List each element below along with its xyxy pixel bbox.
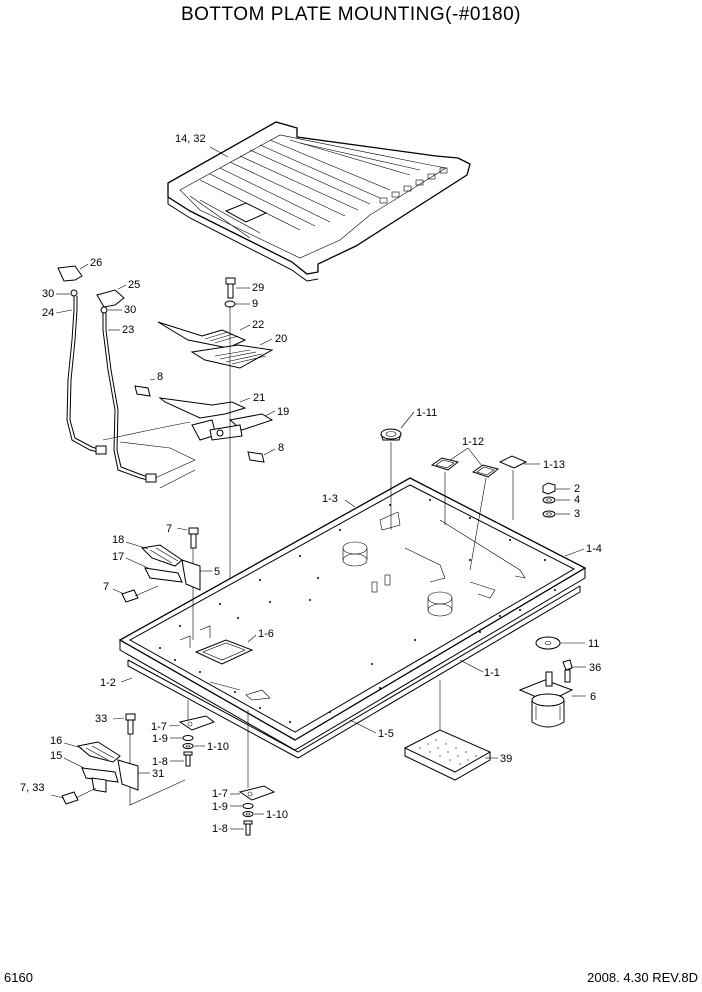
label-25: 25 xyxy=(128,279,140,291)
label-7-lower: 7 xyxy=(103,581,109,593)
bottom-plate xyxy=(118,477,587,759)
label-33: 33 xyxy=(95,713,107,725)
label-3: 3 xyxy=(574,508,580,520)
label-1-5: 1-5 xyxy=(378,728,394,740)
label-18: 18 xyxy=(112,534,124,546)
label-30-right: 30 xyxy=(124,304,136,316)
label-1-9-lower: 1-9 xyxy=(212,801,228,813)
label-4: 4 xyxy=(574,494,580,506)
motor-assembly xyxy=(518,636,574,728)
label-1-12: 1-12 xyxy=(462,436,484,448)
label-1-8-lower: 1-8 xyxy=(212,823,228,835)
lever-linkage-lines xyxy=(102,421,196,489)
page-title: BOTTOM PLATE MOUNTING(-#0180) xyxy=(181,4,521,25)
label-1-7-lower: 1-7 xyxy=(212,788,228,800)
label-5: 5 xyxy=(214,566,220,578)
label-19: 19 xyxy=(277,406,289,418)
label-1-10-upper: 1-10 xyxy=(207,741,229,753)
label-8-lower: 8 xyxy=(278,442,284,454)
label-11: 11 xyxy=(588,638,599,650)
pedal-group xyxy=(134,277,274,640)
label-1-4: 1-4 xyxy=(586,543,602,555)
page-number: 6160 xyxy=(4,970,33,985)
label-9-top: 9 xyxy=(252,298,258,310)
label-6: 6 xyxy=(590,691,596,703)
label-1-13: 1-13 xyxy=(543,459,565,471)
front-pedal-assembly xyxy=(121,527,201,640)
label-17: 17 xyxy=(112,551,124,563)
label-1-6: 1-6 xyxy=(258,628,274,640)
label-7-33: 7, 33 xyxy=(20,782,44,794)
label-1-9-upper: 1-9 xyxy=(152,733,168,745)
label-7-upper: 7 xyxy=(166,523,172,535)
label-1-2: 1-2 xyxy=(100,677,116,689)
label-20: 20 xyxy=(275,333,287,345)
label-1-1: 1-1 xyxy=(484,667,500,679)
nut-washer-stack xyxy=(542,482,556,518)
left-lever-assembly xyxy=(57,265,107,455)
label-24: 24 xyxy=(42,307,54,319)
label-23: 23 xyxy=(122,324,134,336)
label-29: 29 xyxy=(252,282,264,294)
label-21: 21 xyxy=(253,392,265,404)
label-14-32: 14, 32 xyxy=(175,133,206,145)
rear-pedal-assembly xyxy=(61,713,186,806)
rubber-mat xyxy=(403,680,492,781)
revision-date: 2008. 4.30 REV.8D xyxy=(587,970,698,985)
label-1-11: 1-11 xyxy=(416,407,437,419)
label-39: 39 xyxy=(500,753,512,765)
label-8-upper: 8 xyxy=(157,371,163,383)
clip-group-lower xyxy=(238,710,276,836)
grommets xyxy=(380,428,528,571)
label-1-7-upper: 1-7 xyxy=(151,721,167,733)
label-15: 15 xyxy=(50,750,62,762)
clip-group-upper xyxy=(178,700,216,767)
label-2: 2 xyxy=(574,483,580,495)
label-26: 26 xyxy=(90,257,102,269)
label-1-10-lower: 1-10 xyxy=(266,809,288,821)
label-30-left: 30 xyxy=(42,288,54,300)
label-31: 31 xyxy=(152,768,164,780)
label-1-3: 1-3 xyxy=(322,493,338,505)
label-16: 16 xyxy=(50,735,62,747)
label-22: 22 xyxy=(252,319,264,331)
label-36: 36 xyxy=(589,662,601,674)
right-lever-assembly xyxy=(96,289,157,483)
label-1-8-upper: 1-8 xyxy=(152,756,168,768)
floor-mat xyxy=(167,121,471,282)
